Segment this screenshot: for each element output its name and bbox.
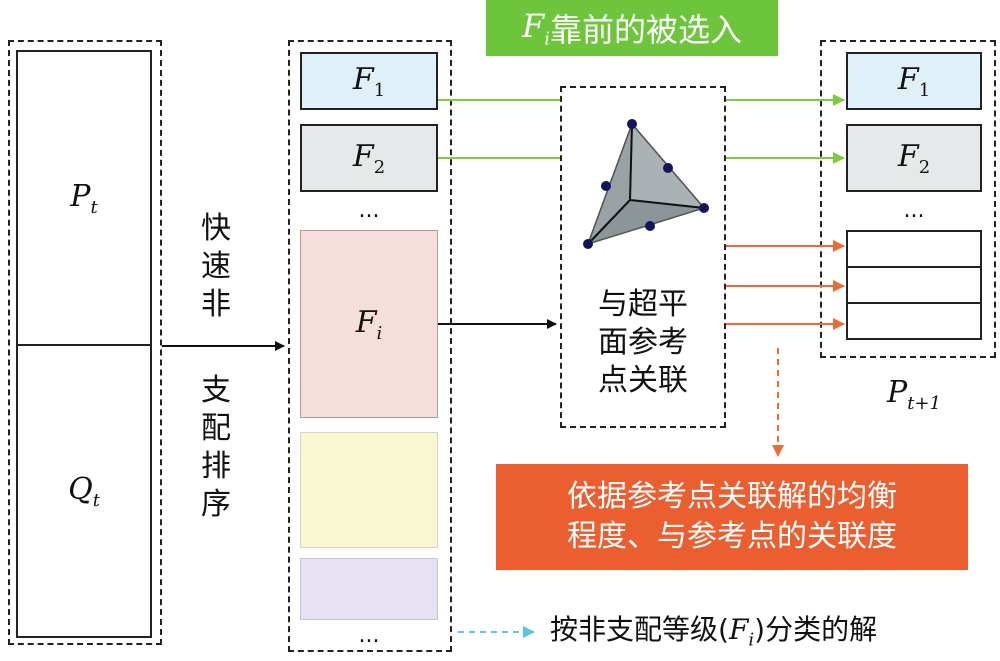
hyperplane-tetrahedron-icon — [583, 119, 709, 249]
next-f2-sub: 2 — [918, 156, 931, 178]
pt1-sub: t+1 — [907, 392, 941, 414]
qt-var: Q — [68, 471, 93, 507]
next-f2-var: F — [897, 138, 919, 174]
next-f2-box: F2 — [846, 124, 982, 192]
association-dashed-box — [560, 86, 726, 428]
legend-sub: i — [748, 629, 755, 651]
sort-char: 快 — [201, 211, 231, 246]
fronts-ellipsis-bottom: ... — [358, 622, 380, 648]
front-f2-box: F2 — [300, 124, 438, 192]
next-slot-3 — [846, 302, 982, 340]
sort-char: 非 — [201, 287, 231, 322]
fronts-dashed-container — [288, 40, 452, 652]
front-rejected-box-yellow — [300, 432, 438, 548]
legend-var: F — [728, 613, 749, 646]
sort-label-bottom: 支 配 排 序 — [196, 372, 236, 524]
sort-label-top: 快 速 非 — [196, 210, 236, 324]
association-line: 点关联 — [598, 363, 688, 398]
next-f1-var: F — [897, 61, 919, 97]
sort-char: 速 — [201, 249, 231, 284]
qt-block: Qt — [16, 344, 152, 638]
next-f1-sub: 1 — [918, 79, 931, 101]
pq-dashed-container — [8, 40, 162, 645]
banner-sub: i — [544, 28, 550, 50]
next-f1-box: F1 — [846, 52, 982, 110]
qt-sub: t — [92, 489, 100, 511]
next-ellipsis: ... — [903, 197, 925, 223]
f2-var: F — [352, 138, 374, 174]
balance-line: 依据参考点关联解的均衡 — [567, 479, 897, 514]
f1-sub: 1 — [373, 79, 386, 101]
f2-sub: 2 — [373, 156, 386, 178]
sort-char: 支 — [201, 373, 231, 408]
fi-sub: i — [376, 322, 383, 344]
front-f1-box: F1 — [300, 52, 438, 110]
banner-text: 靠前的被选入 — [549, 11, 742, 49]
pt-sub: t — [90, 196, 98, 218]
front-fi-box: Fi — [300, 230, 438, 418]
legend-prefix: 按非支配等级( — [550, 613, 729, 646]
fronts-ellipsis-top: ... — [358, 197, 380, 223]
legend-suffix: )分类的解 — [754, 613, 878, 646]
pt1-var: P — [887, 374, 908, 410]
sort-char: 序 — [201, 487, 231, 522]
legend-text: 按非支配等级(Fi)分类的解 — [550, 610, 990, 651]
balance-line: 程度、与参考点的关联度 — [567, 519, 897, 554]
sort-char: 排 — [201, 449, 231, 484]
balance-criteria-banner: 依据参考点关联解的均衡 程度、与参考点的关联度 — [496, 464, 968, 570]
next-population-dashed-container — [820, 40, 996, 358]
f1-var: F — [352, 61, 374, 97]
pt-var: P — [70, 178, 91, 214]
sort-char: 配 — [201, 411, 231, 446]
next-population-label: Pt+1 — [846, 372, 982, 416]
front-rejected-box-lavender — [300, 558, 438, 620]
association-label: 与超平 面参考 点关联 — [560, 286, 726, 400]
banner-var: F — [522, 6, 545, 45]
association-line: 面参考 — [598, 325, 688, 360]
fi-var: F — [355, 304, 377, 340]
association-line: 与超平 — [598, 287, 688, 322]
